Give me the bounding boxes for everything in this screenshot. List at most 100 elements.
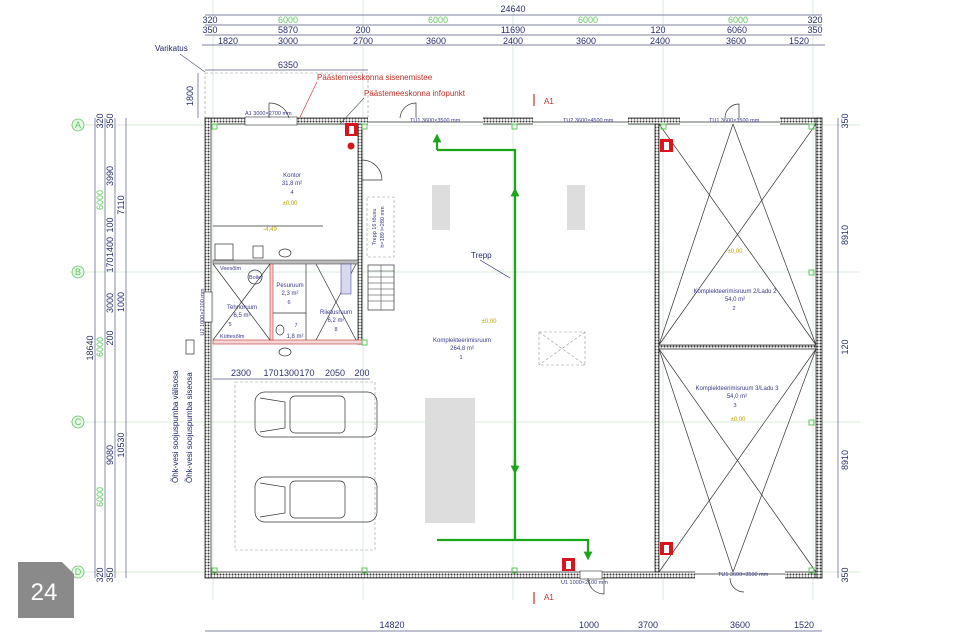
room-area: 6,5 m² xyxy=(233,313,250,319)
door-label: U2 1000×2100 mm xyxy=(200,288,206,335)
door-label: TU1 3600×3500 mm xyxy=(718,572,769,578)
dim-text: 1520 xyxy=(794,620,814,630)
dim-text: 350 xyxy=(105,567,115,582)
room-area: 54,0 m² xyxy=(727,394,747,400)
dim-text: 1000 xyxy=(116,292,126,312)
dim-text: 3700 xyxy=(638,620,658,630)
room-number: 2 xyxy=(732,306,735,312)
dim-text: 3990 xyxy=(105,166,115,186)
room-area: 264,8 m² xyxy=(450,346,474,352)
rescue-entry-label: Päästemeeskonna sisenemistee xyxy=(317,73,433,82)
dim-text: 1520 xyxy=(789,36,809,46)
axis-label: D xyxy=(75,567,82,577)
dim-text: 1820 xyxy=(218,36,238,46)
room-name: Kontor xyxy=(283,173,301,179)
dim-text: 6000 xyxy=(95,487,105,507)
car xyxy=(254,391,378,438)
heat-node-label: Küttesõlm xyxy=(220,334,245,340)
top-dimensions: 24640 320 6000 6000 6000 6000 320 350 58… xyxy=(155,4,825,119)
dim-text: 1300 xyxy=(279,368,299,378)
dim-text: 3000 xyxy=(105,293,115,313)
dim-text: 170 xyxy=(299,368,314,378)
dim-text: 3600 xyxy=(426,36,446,46)
room-area: 54,0 m² xyxy=(725,297,745,303)
fire-extinguisher-icon xyxy=(345,123,673,571)
page-number-badge: 24 xyxy=(18,562,74,618)
room-number: 6 xyxy=(287,300,290,306)
room-name: Riietusruum xyxy=(320,310,352,316)
dim-text: 2300 xyxy=(231,368,251,378)
bottom-dimensions: 14820 1000 3700 3600 1520 xyxy=(205,620,822,632)
room-number: 7 xyxy=(294,323,297,329)
dim-text: 2400 xyxy=(503,36,523,46)
dim-text: 320 xyxy=(95,567,105,582)
room-level: ±0,00 xyxy=(482,319,498,325)
dim-text: 14820 xyxy=(379,620,404,630)
dim-text: 2700 xyxy=(353,36,373,46)
room-name: Komplekteerimisruum 2/Ladu 2 xyxy=(693,289,777,295)
columns xyxy=(211,123,815,574)
room-level: ±0,00 xyxy=(283,201,299,207)
axis-label: B xyxy=(75,267,81,277)
boiler-label: Boiler xyxy=(249,275,263,281)
dim-text: 200 xyxy=(354,368,369,378)
dim-text: 11690 xyxy=(501,25,525,35)
dim-text: 2050 xyxy=(325,368,345,378)
building-walls xyxy=(203,102,823,595)
grid-axis-markers: A B C D xyxy=(71,118,85,579)
annotations: Päästemeeskonna sisenemistee Päästemeesk… xyxy=(171,73,554,604)
dim-total: 24640 xyxy=(500,4,525,14)
dim-text: 8910 xyxy=(840,225,850,245)
dim-text: 170 xyxy=(105,257,115,272)
canopy-width: 6350 xyxy=(278,60,298,70)
stairs-label: Trepp 16 tõusu xyxy=(372,209,378,246)
dim-text: 6000 xyxy=(278,15,298,25)
room-area: 1,8 m² xyxy=(286,334,303,340)
dim-text: 6060 xyxy=(727,25,747,35)
service-rooms: Trepp 16 tõusu h=189 l=280 mm Veesõlm Bo… xyxy=(212,196,395,380)
dim-text: 350 xyxy=(840,113,850,128)
axis-label: A xyxy=(75,120,81,130)
dim-text: 6000 xyxy=(95,190,105,210)
door-label: TU1 3600×3500 mm xyxy=(709,118,760,124)
dim-text: 120 xyxy=(650,25,665,35)
dim-text: 120 xyxy=(840,339,850,354)
escape-route xyxy=(432,133,593,561)
stairs-size: h=189 l=280 mm xyxy=(380,206,386,248)
room-level: ±0,00 xyxy=(728,249,744,255)
dim-text: 3600 xyxy=(730,620,750,630)
dim-text: 18640 xyxy=(85,335,95,360)
canopy-depth: 1800 xyxy=(185,86,195,106)
room-number: 3 xyxy=(733,403,736,409)
dim-text: 100 xyxy=(105,217,115,232)
storage-rooms xyxy=(658,123,817,573)
dim-text: 8910 xyxy=(840,450,850,470)
rescue-info-label: Päästemeeskonna infopunkt xyxy=(364,89,466,98)
axis-label: C xyxy=(75,417,82,427)
room-area: 2,3 m² xyxy=(281,291,298,297)
dim-text: 1400 xyxy=(105,237,115,257)
room-number: 8 xyxy=(334,327,337,333)
room-number: 1 xyxy=(459,355,462,361)
page-number: 24 xyxy=(31,579,58,606)
room-name: Pesuruum xyxy=(276,283,303,289)
room-name: Tehnoruum xyxy=(227,305,257,311)
dim-text: 3000 xyxy=(278,36,298,46)
dim-text: 320 xyxy=(202,15,217,25)
dim-text: 320 xyxy=(807,15,822,25)
room-name: Komplekteerimisruum xyxy=(433,338,491,344)
dim-text: 6000 xyxy=(95,337,105,357)
dim-text: 5870 xyxy=(278,25,298,35)
dim-text: 1000 xyxy=(579,620,599,630)
counter-level: -4,49 xyxy=(263,227,277,233)
dim-text: 6000 xyxy=(428,15,448,25)
dim-text: 350 xyxy=(202,25,217,35)
dim-text: 3600 xyxy=(726,36,746,46)
dim-text: 350 xyxy=(105,113,115,128)
dim-text: 320 xyxy=(95,113,105,128)
door-label: U1 1000×2100 mm xyxy=(561,580,608,586)
room-area: 6,2 m² xyxy=(327,318,344,324)
heatpump-inner-label: Õhk-vesi soojuspumba siseosa xyxy=(185,372,194,483)
section-mark: A1 xyxy=(544,593,554,602)
